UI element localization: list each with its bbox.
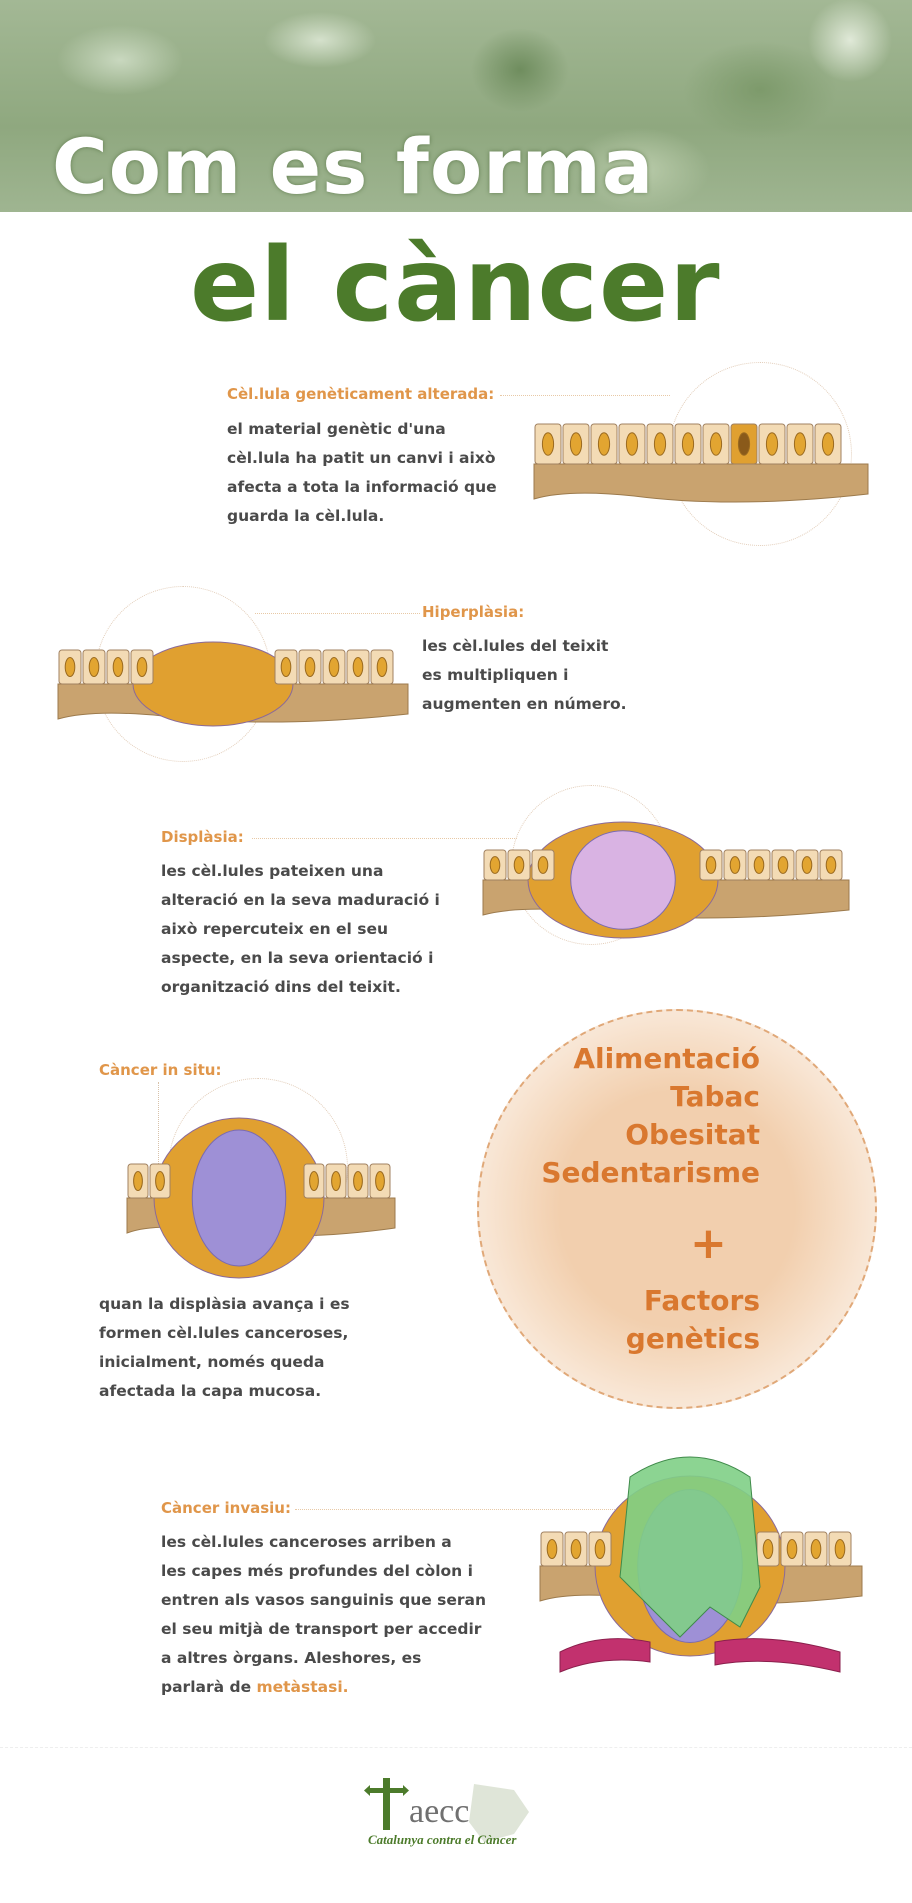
cell-nucleus <box>112 656 124 678</box>
header-banner <box>0 0 912 212</box>
cell-nucleus <box>88 656 100 678</box>
cell-nucleus <box>570 1538 582 1560</box>
cell-nucleus <box>825 856 837 874</box>
cell-nucleus <box>597 432 611 456</box>
cell-nucleus <box>64 656 76 678</box>
cell-nucleus <box>786 1538 798 1560</box>
connector-line <box>500 395 670 396</box>
title-line-1: Com es forma <box>52 122 655 211</box>
cell-nucleus <box>353 1170 363 1192</box>
catalonia-map-icon <box>469 1784 529 1842</box>
cell-nucleus <box>309 1170 319 1192</box>
cell-nucleus <box>489 856 501 874</box>
tissue-layer <box>533 463 869 503</box>
cell-nucleus <box>709 432 723 456</box>
cancer-cells <box>191 1129 287 1267</box>
cell-nucleus <box>133 1170 143 1192</box>
cell-nucleus <box>821 432 835 456</box>
cell-nucleus <box>729 856 741 874</box>
connector-line <box>158 1082 159 1172</box>
cell-nucleus <box>653 432 667 456</box>
invasive-cancer-cells <box>619 1456 761 1638</box>
risk-factors-circle <box>477 1009 877 1409</box>
cell-nucleus <box>546 1538 558 1560</box>
blood-vessel <box>714 1638 841 1673</box>
cell-nucleus <box>328 656 340 678</box>
cell-nucleus <box>352 656 364 678</box>
cell-nucleus <box>375 1170 385 1192</box>
altered-cell-illustration <box>533 423 869 503</box>
cell-nucleus <box>765 432 779 456</box>
cell-nucleus <box>810 1538 822 1560</box>
cell-nucleus <box>777 856 789 874</box>
cell-nucleus <box>737 432 751 456</box>
cell-nucleus <box>331 1170 341 1192</box>
factor-genetic-2: genètics <box>625 1322 760 1355</box>
logo-tagline: Catalunya contra el Càncer <box>368 1832 517 1847</box>
cell-nucleus <box>801 856 813 874</box>
factor-sedentarism: Sedentarisme <box>541 1156 760 1189</box>
cell-nucleus <box>541 432 555 456</box>
section-label-altered-cell: Cèl.lula genèticament alterada: <box>227 385 495 403</box>
connector-line <box>252 838 517 839</box>
svg-text:aecc: aecc <box>409 1793 469 1830</box>
cell-nucleus <box>304 656 316 678</box>
factor-tobacco: Tabac <box>670 1080 760 1113</box>
section-label-invasive: Càncer invasiu: <box>161 1499 291 1517</box>
cell-nucleus <box>376 656 388 678</box>
cell-nucleus <box>705 856 717 874</box>
cell-nucleus <box>594 1538 606 1560</box>
dysplasia-illustration <box>482 821 850 939</box>
plus-sign: + <box>690 1218 727 1269</box>
cell-nucleus <box>280 656 292 678</box>
cancer-cells <box>570 830 676 930</box>
invasive-illustration <box>539 1456 863 1673</box>
cell-nucleus <box>537 856 549 874</box>
in-situ-illustration <box>126 1117 396 1279</box>
cell-nucleus <box>625 432 639 456</box>
section-label-dysplasia: Displàsia: <box>161 828 244 846</box>
factor-diet: Alimentació <box>573 1042 760 1075</box>
cell-nucleus <box>762 1538 774 1560</box>
section-label-in-situ: Càncer in situ: <box>99 1061 222 1079</box>
connector-line <box>295 1509 615 1510</box>
section-label-hyperplasia: Hiperplàsia: <box>422 603 525 621</box>
cell-nucleus <box>681 432 695 456</box>
cross-icon <box>364 1778 409 1830</box>
metastasis-highlight: metàstasi. <box>256 1678 349 1696</box>
cell-nucleus <box>155 1170 165 1192</box>
cell-nucleus <box>136 656 148 678</box>
cell-nucleus <box>569 432 583 456</box>
connector-line <box>255 613 420 614</box>
aecc-logo: aecc Catalunya contra el Càncer <box>364 1778 529 1847</box>
cell-nucleus <box>513 856 525 874</box>
hyperplasia-illustration <box>57 641 409 727</box>
title-line-2: el càncer <box>190 226 721 345</box>
cell-mass <box>132 641 294 727</box>
factor-obesity: Obesitat <box>625 1118 760 1151</box>
cell-nucleus <box>834 1538 846 1560</box>
factor-genetic-1: Factors <box>643 1284 760 1317</box>
cell-nucleus <box>793 432 807 456</box>
footer-divider <box>0 1747 912 1748</box>
cell-nucleus <box>753 856 765 874</box>
blood-vessel <box>559 1638 651 1673</box>
